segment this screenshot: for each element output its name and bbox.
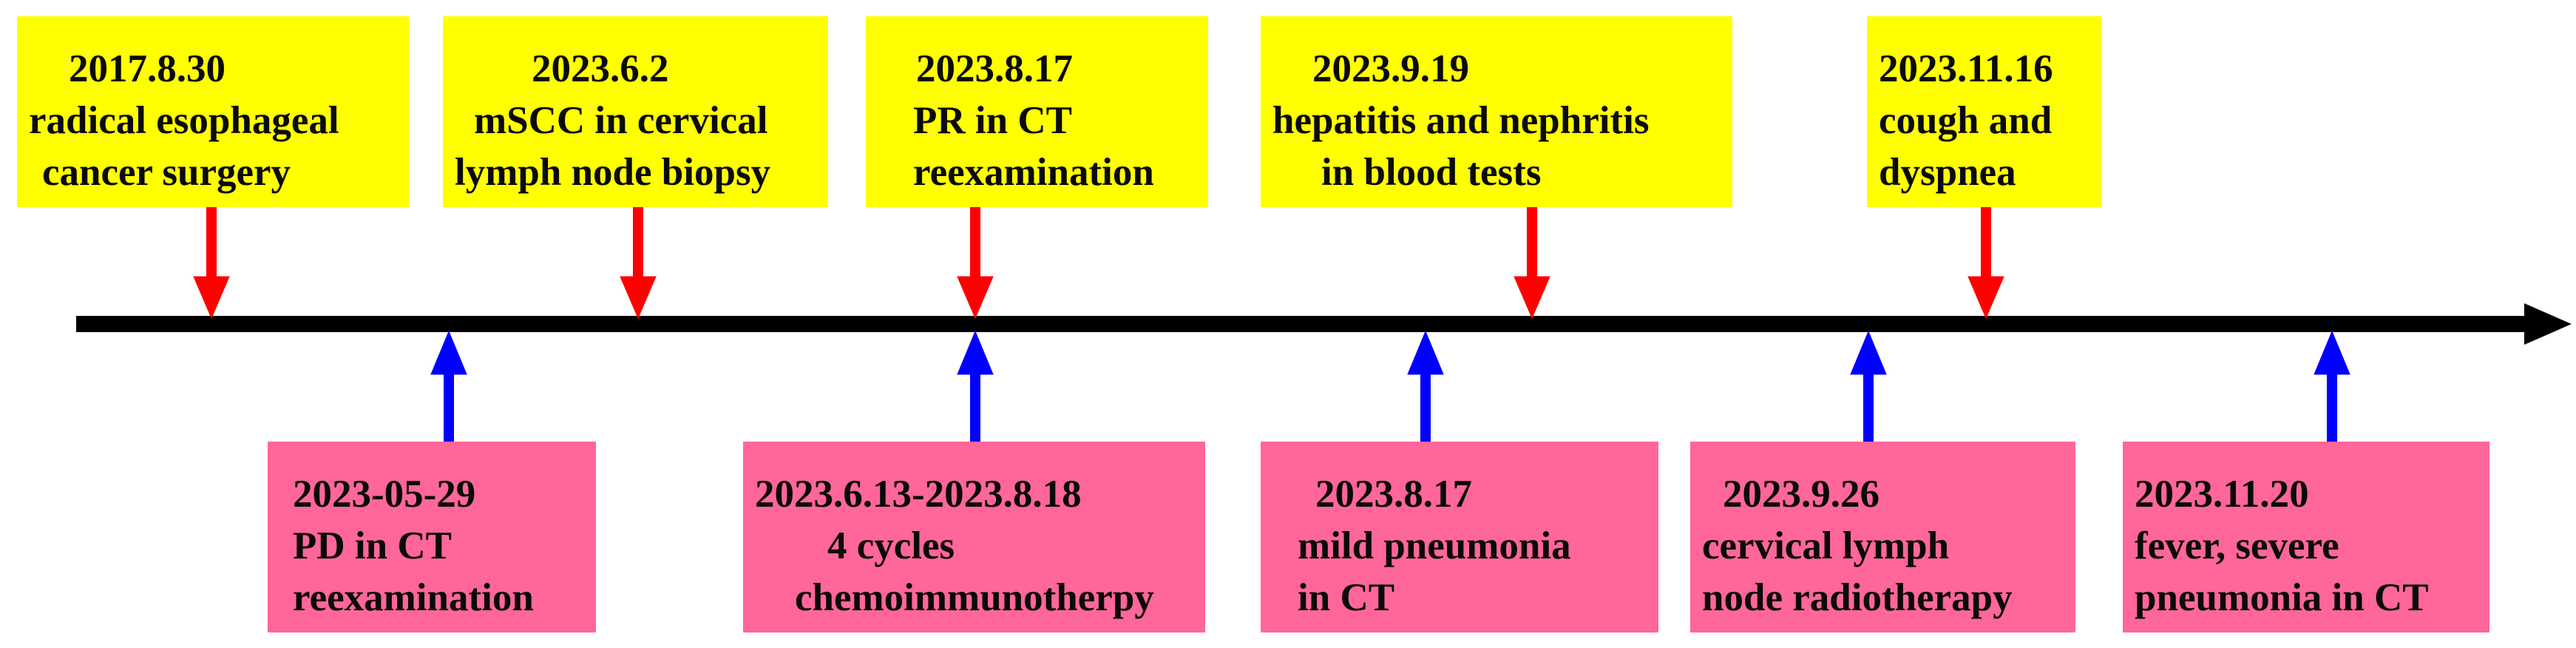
event-box-bottom-2: 2023.6.13-2023.8.18 4 cycles chemoimmuno… — [743, 442, 1205, 632]
bottom-arrow-4-head — [1850, 330, 1887, 375]
top-arrow-3-head — [957, 276, 994, 320]
event-date: 2023.11.16 — [1879, 47, 2053, 90]
event-text-line: lymph node biopsy — [455, 151, 771, 194]
event-text-line: chemoimmunotherpy — [795, 576, 1154, 619]
top-arrow-2-head — [620, 276, 657, 320]
event-text-line: in blood tests — [1321, 151, 1542, 194]
event-text-line: radical esophageal — [29, 99, 339, 142]
event-text-line: dyspnea — [1879, 151, 2016, 194]
event-text-line: mild pneumonia — [1298, 524, 1571, 567]
event-box-top-5: 2023.11.16 cough and dyspnea — [1867, 16, 2101, 207]
event-date: 2023.9.19 — [1312, 47, 1469, 90]
top-arrow-5-head — [1967, 276, 2004, 320]
event-date: 2023.11.20 — [2135, 473, 2309, 516]
event-date: 2023.6.2 — [532, 47, 669, 90]
event-box-top-1: 2017.8.30 radical esophageal cancer surg… — [17, 16, 409, 207]
top-arrows — [193, 207, 2004, 320]
event-box-top-4: 2023.9.19 hepatitis and nephritis in blo… — [1261, 16, 1732, 207]
event-text-line: reexamination — [293, 576, 534, 619]
event-text-line: cervical lymph — [1702, 524, 1950, 567]
event-text-line: pneumonia in CT — [2135, 576, 2429, 619]
event-box-bottom-4: 2023.9.26 cervical lymph node radiothera… — [1690, 442, 2075, 632]
event-text-line: PD in CT — [293, 524, 452, 567]
event-text-line: node radiotherapy — [1702, 576, 2013, 619]
bottom-arrow-2-head — [957, 330, 994, 375]
event-box-bottom-3: 2023.8.17 mild pneumonia in CT — [1261, 442, 1658, 632]
bottom-arrow-1-head — [430, 330, 467, 375]
event-text-line: hepatitis and nephritis — [1272, 99, 1650, 142]
bottom-arrow-3-head — [1407, 330, 1444, 375]
event-text-line: 4 cycles — [827, 524, 955, 567]
top-arrow-4-head — [1514, 276, 1550, 320]
event-box-top-2: 2023.6.2 mSCC in cervical lymph node bio… — [443, 16, 828, 207]
event-text-line: PR in CT — [913, 99, 1072, 142]
event-text-line: cough and — [1879, 99, 2053, 142]
bottom-arrow-5-head — [2314, 330, 2350, 375]
event-date: 2023-05-29 — [293, 473, 476, 516]
event-text-line: cancer surgery — [42, 151, 291, 194]
event-date: 2023.8.17 — [916, 47, 1073, 90]
event-box-bottom-1: 2023-05-29 PD in CT reexamination — [268, 442, 596, 632]
event-text-line: reexamination — [913, 151, 1154, 194]
timeline-axis-arrowhead — [2524, 303, 2572, 345]
event-text-line: fever, severe — [2135, 524, 2339, 567]
top-arrow-1-head — [193, 276, 230, 320]
event-date: 2017.8.30 — [69, 47, 226, 90]
event-box-top-3: 2023.8.17 PR in CT reexamination — [866, 16, 1208, 207]
event-text-line: mSCC in cervical — [474, 99, 768, 142]
bottom-arrows — [430, 330, 2350, 442]
event-date: 2023.9.26 — [1723, 473, 1880, 516]
event-date: 2023.8.17 — [1315, 473, 1472, 516]
event-date: 2023.6.13-2023.8.18 — [755, 473, 1082, 516]
event-text-line: in CT — [1298, 576, 1395, 619]
event-box-bottom-5: 2023.11.20 fever, severe pneumonia in CT — [2123, 442, 2489, 632]
